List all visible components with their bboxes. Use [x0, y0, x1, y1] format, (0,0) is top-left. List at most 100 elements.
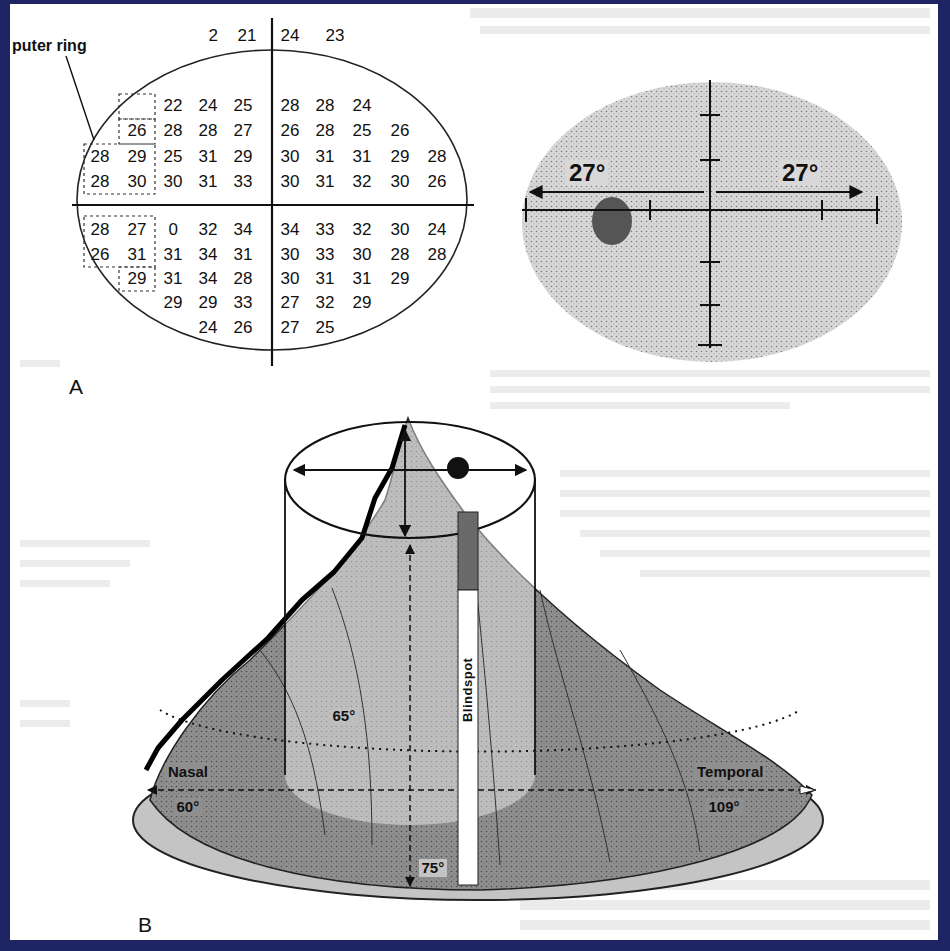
threshold-value: 30 [281, 270, 300, 288]
ghost-text [580, 530, 930, 537]
threshold-value: 27 [281, 294, 300, 312]
threshold-value: 34 [234, 221, 253, 239]
threshold-value: 21 [238, 27, 257, 45]
blind-spot [447, 457, 469, 479]
threshold-value: 28 [164, 122, 183, 140]
threshold-value: 28 [428, 148, 447, 166]
threshold-value: 28 [428, 246, 447, 264]
ghost-text [20, 580, 110, 587]
ghost-text [20, 360, 60, 367]
threshold-value: 31 [353, 270, 372, 288]
threshold-value: 31 [128, 246, 147, 264]
tick-mark [526, 115, 877, 345]
outer-ring-box [119, 94, 155, 119]
threshold-value: 29 [128, 270, 147, 288]
page-ground [10, 4, 938, 940]
threshold-value: 30 [353, 246, 372, 264]
blind-spot [592, 197, 632, 245]
threshold-value: 26 [428, 173, 447, 191]
dimension-arrow [404, 430, 406, 536]
threshold-value: 32 [353, 173, 372, 191]
threshold-value: 26 [281, 122, 300, 140]
angle-label: 65° [330, 707, 359, 725]
horizontal-axis [72, 204, 474, 206]
contour-line [620, 650, 700, 852]
threshold-value: 25 [316, 319, 335, 337]
threshold-value: 28 [91, 221, 110, 239]
tick-mark [525, 198, 527, 222]
threshold-value: 31 [199, 173, 218, 191]
threshold-value: 25 [353, 122, 372, 140]
tick-mark [700, 159, 720, 161]
ghost-text [20, 540, 150, 547]
threshold-value: 30 [281, 148, 300, 166]
ghost-text [600, 550, 930, 557]
threshold-value: 30 [391, 221, 410, 239]
threshold-value: 31 [353, 148, 372, 166]
outer-ring-box [84, 94, 155, 291]
tick-mark [700, 261, 720, 263]
threshold-value: 29 [391, 148, 410, 166]
horizontal-axis [522, 209, 880, 211]
threshold-value: 24 [199, 319, 218, 337]
angle-label: 60° [174, 798, 203, 816]
threshold-value: 31 [316, 173, 335, 191]
threshold-value: 28 [316, 122, 335, 140]
threshold-value: 30 [128, 173, 147, 191]
threshold-value: 29 [353, 294, 372, 312]
blindspot-bar [458, 512, 478, 590]
ghost-text [490, 370, 930, 377]
threshold-value: 25 [234, 97, 253, 115]
threshold-value: 30 [281, 173, 300, 191]
cylinder-side [284, 480, 286, 775]
threshold-value: 24 [428, 221, 447, 239]
threshold-value: 30 [281, 246, 300, 264]
central-field [522, 80, 902, 362]
threshold-value: 32 [353, 221, 372, 239]
threshold-value: 30 [391, 173, 410, 191]
threshold-value: 24 [353, 97, 372, 115]
threshold-value: 2 [209, 27, 218, 45]
ghost-text [560, 490, 930, 497]
threshold-value: 33 [234, 173, 253, 191]
threshold-value: 28 [234, 270, 253, 288]
threshold-value: 28 [199, 122, 218, 140]
threshold-value: 31 [164, 246, 183, 264]
leader-line [66, 56, 94, 140]
hill-of-vision [133, 418, 823, 900]
threshold-value: 31 [316, 270, 335, 288]
threshold-value: 0 [169, 221, 178, 239]
dimension-arrow [294, 469, 526, 471]
threshold-value: 29 [128, 148, 147, 166]
threshold-value: 34 [281, 221, 300, 239]
ghost-text [490, 402, 790, 409]
side-label: Nasal [165, 763, 211, 781]
threshold-value: 27 [234, 122, 253, 140]
threshold-value: 29 [164, 294, 183, 312]
blindspot-bar [458, 590, 478, 885]
outer-ring-box [119, 267, 155, 291]
threshold-value: 28 [91, 173, 110, 191]
threshold-value: 31 [164, 270, 183, 288]
side-label: Temporal [694, 763, 766, 781]
dimension-arrow [148, 789, 815, 791]
pointer-mark [800, 786, 816, 794]
ghost-text [520, 920, 930, 930]
cylinder-top [285, 422, 535, 538]
threshold-value: 28 [316, 97, 335, 115]
tick-mark [700, 304, 720, 306]
tick-mark [876, 196, 878, 224]
threshold-value: 26 [234, 319, 253, 337]
dimension-arrow [530, 191, 704, 193]
vertical-axis [709, 80, 711, 348]
ghost-text [470, 8, 930, 18]
threshold-value: 34 [199, 270, 218, 288]
ghost-text [20, 8, 930, 930]
central-cylinder [285, 422, 535, 825]
panel-letter: A [69, 376, 83, 398]
ghost-text [20, 700, 70, 707]
threshold-value: 34 [199, 246, 218, 264]
